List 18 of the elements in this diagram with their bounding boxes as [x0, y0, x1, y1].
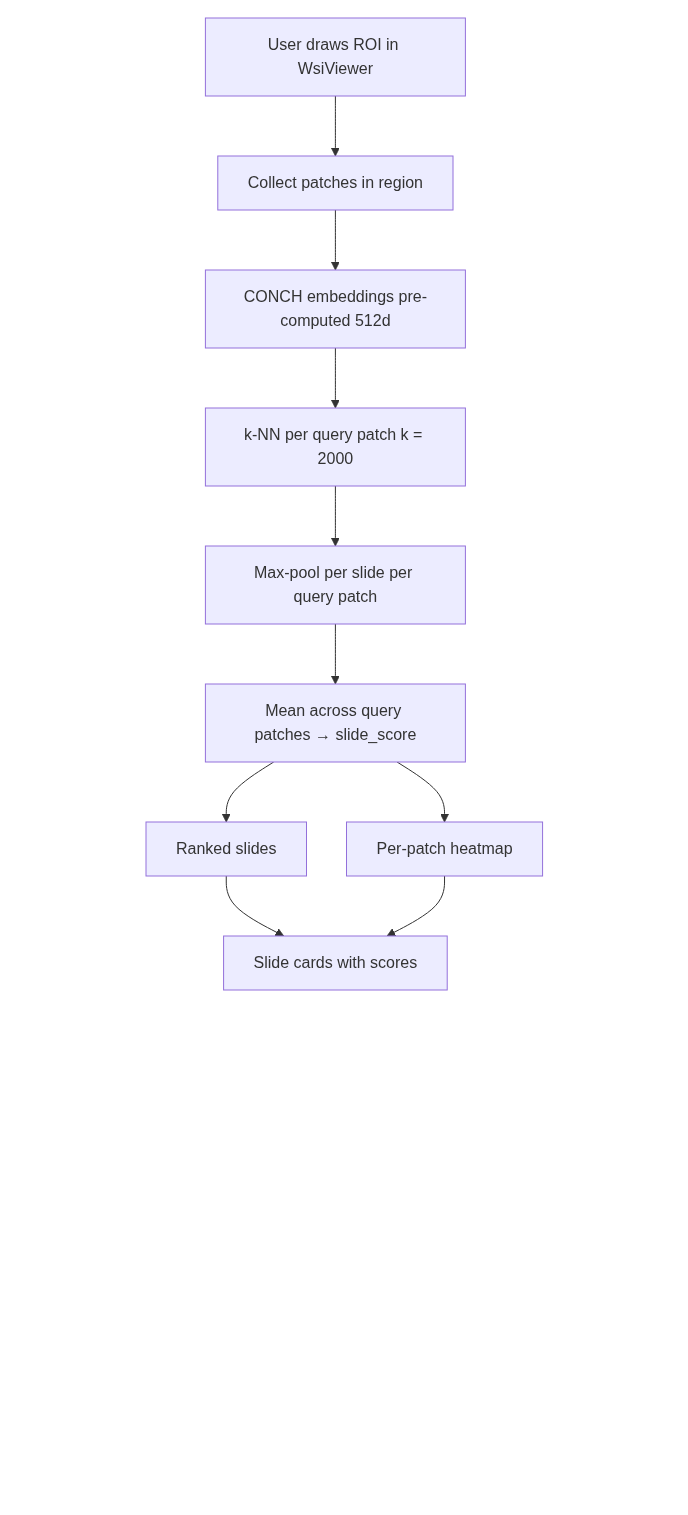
node-box: Collect patches in region [217, 155, 454, 211]
node-box: CONCH embeddings pre-computed 512d [204, 269, 466, 349]
arrow [330, 95, 340, 157]
node-box: Per-patch heatmap [345, 821, 543, 877]
node-box: Ranked slides [145, 821, 307, 877]
arrow [330, 209, 340, 271]
node-box: Mean across query patches → slide_score [204, 683, 466, 763]
arrow [330, 623, 340, 685]
arrow [396, 761, 449, 823]
arrow [386, 875, 445, 937]
arrow [330, 347, 340, 409]
arrow [330, 485, 340, 547]
arrow [225, 875, 284, 937]
node-box: User draws ROI in WsiViewer [204, 17, 466, 97]
arrow [221, 761, 274, 823]
node-box: k-NN per query patch k = 2000 [204, 407, 466, 487]
node-box: Slide cards with scores [222, 935, 448, 991]
node-box: Max-pool per slide per query patch [204, 545, 466, 625]
